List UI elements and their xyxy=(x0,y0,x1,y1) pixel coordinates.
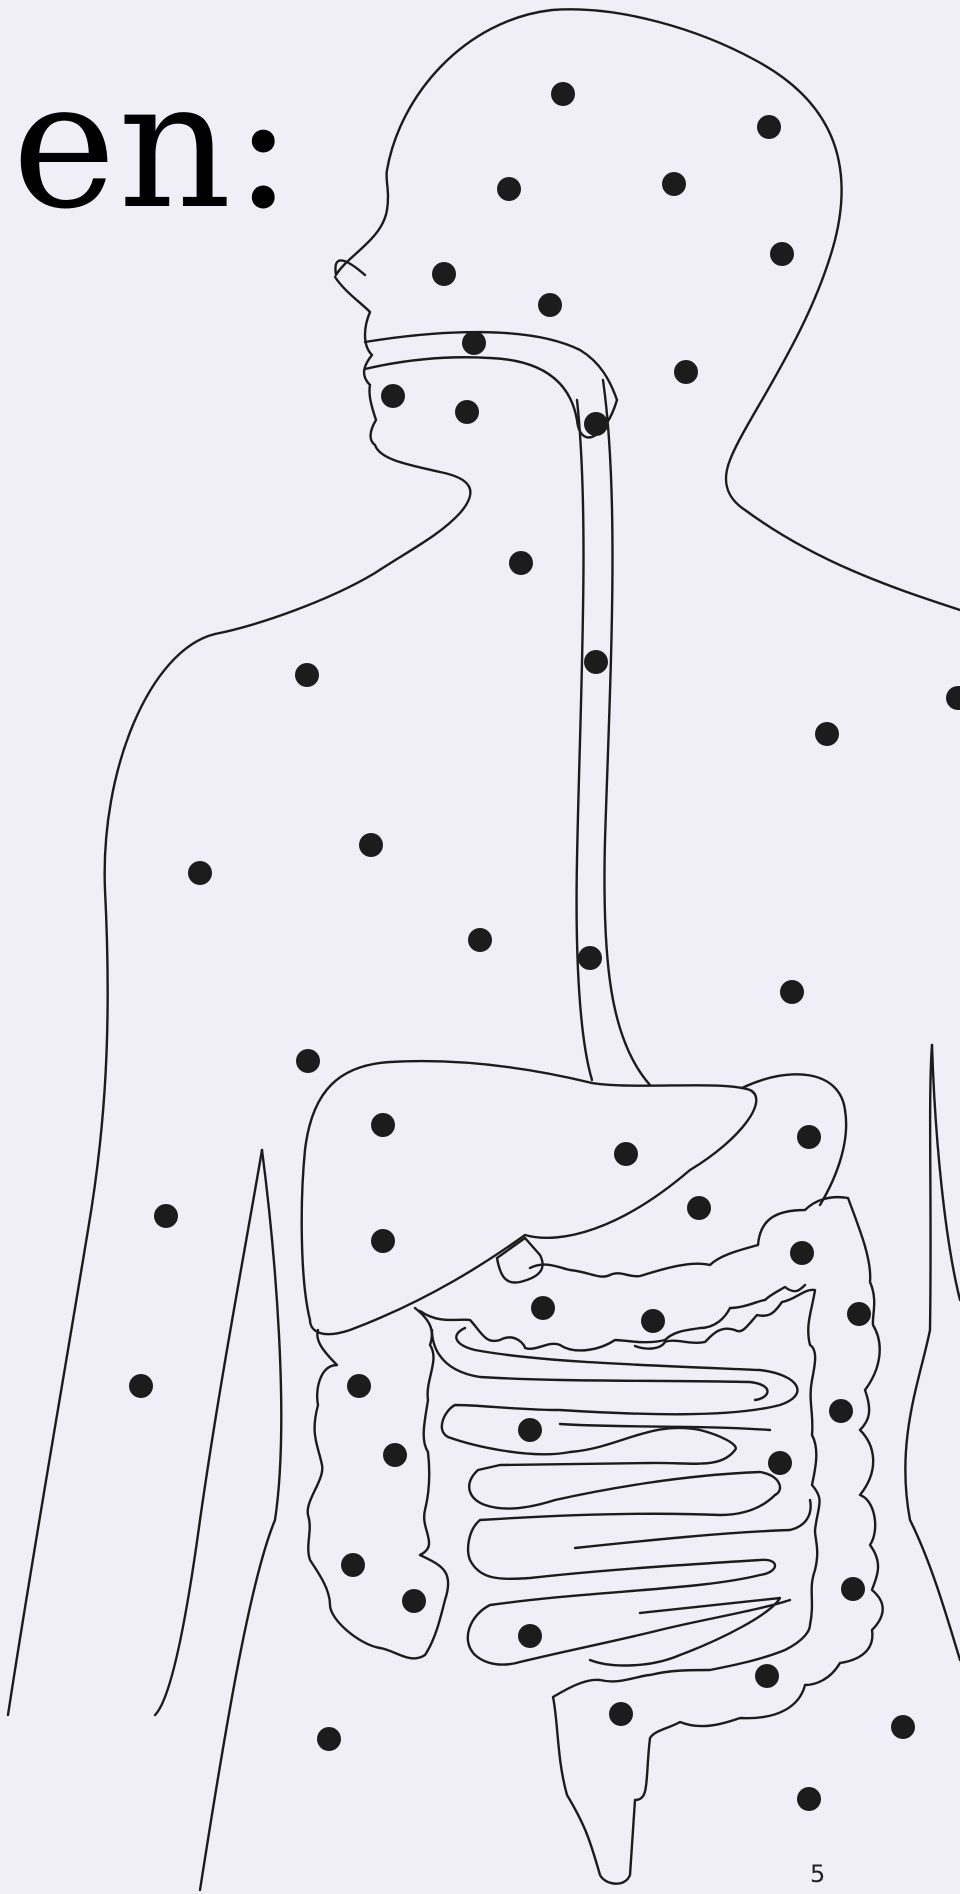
stomach-outline xyxy=(302,1061,757,1334)
dot xyxy=(531,1296,555,1320)
dot xyxy=(518,1418,542,1442)
head-outline xyxy=(335,9,960,610)
gallbladder-outline xyxy=(497,1238,543,1283)
dot xyxy=(841,1577,865,1601)
stomach-upper-outline xyxy=(742,1074,846,1205)
dot xyxy=(584,650,608,674)
torso-left-outline xyxy=(8,634,215,1715)
dot xyxy=(687,1196,711,1220)
dot xyxy=(797,1787,821,1811)
small-intestine-inner-outline-4 xyxy=(590,1598,780,1665)
dot xyxy=(509,551,533,575)
esophagus-outline-2 xyxy=(603,380,650,1085)
dot xyxy=(341,1553,365,1577)
dot xyxy=(359,833,383,857)
dot xyxy=(891,1715,915,1739)
dot xyxy=(757,115,781,139)
small-intestine-inner-outline xyxy=(432,1330,768,1400)
dot xyxy=(662,172,686,196)
face-outline xyxy=(215,277,470,634)
dot xyxy=(674,360,698,384)
dot xyxy=(790,1241,814,1265)
dot xyxy=(347,1374,371,1398)
dot xyxy=(497,177,521,201)
dot xyxy=(402,1589,426,1613)
dot xyxy=(578,946,602,970)
dot xyxy=(946,686,960,710)
large-intestine-top-outline xyxy=(420,1285,805,1350)
dot xyxy=(371,1229,395,1253)
dot xyxy=(829,1399,853,1423)
dot xyxy=(462,331,486,355)
large-intestine-inner-top-outline xyxy=(530,1197,883,1884)
dots xyxy=(129,82,960,1811)
dot xyxy=(797,1125,821,1149)
torso-left-inner-outline xyxy=(200,1150,281,1890)
dot xyxy=(455,400,479,424)
dot xyxy=(755,1664,779,1688)
dot xyxy=(551,82,575,106)
dot xyxy=(154,1204,178,1228)
dot xyxy=(538,293,562,317)
dot xyxy=(295,663,319,687)
dot xyxy=(614,1142,638,1166)
dot xyxy=(641,1309,665,1333)
dot xyxy=(584,412,608,436)
dot xyxy=(770,242,794,266)
torso-right-outline xyxy=(905,1045,960,1660)
dot xyxy=(847,1302,871,1326)
page-heading: en: xyxy=(12,58,295,234)
dot xyxy=(381,384,405,408)
arm-right-outline xyxy=(932,1045,960,1300)
dot xyxy=(468,928,492,952)
dot xyxy=(129,1374,153,1398)
small-intestine-inner-outline-3 xyxy=(575,1500,811,1548)
dot xyxy=(296,1049,320,1073)
dot xyxy=(317,1727,341,1751)
page-number: 5 xyxy=(810,1860,825,1888)
dot xyxy=(780,980,804,1004)
dot xyxy=(768,1451,792,1475)
dot xyxy=(815,722,839,746)
large-intestine-outline xyxy=(308,1308,448,1658)
esophagus-outline xyxy=(577,400,592,1080)
dot xyxy=(188,861,212,885)
dot xyxy=(609,1702,633,1726)
dot xyxy=(518,1624,542,1648)
dot xyxy=(371,1113,395,1137)
dot xyxy=(432,262,456,286)
dot xyxy=(383,1443,407,1467)
